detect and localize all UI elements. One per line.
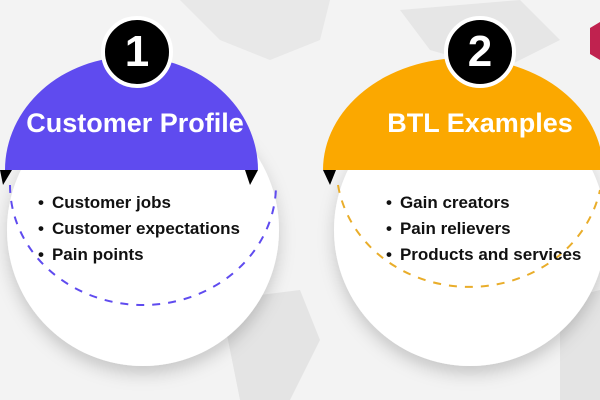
hexagon-logo-fragment bbox=[590, 22, 600, 60]
list-item: Products and services bbox=[386, 242, 581, 268]
card-btl-examples: 2 BTL Examples Gain creators Pain reliev… bbox=[300, 0, 600, 400]
step-number-badge: 2 bbox=[444, 16, 516, 88]
list-item: Gain creators bbox=[386, 190, 581, 216]
card1-dome bbox=[5, 56, 258, 171]
card-title: Customer Profile bbox=[26, 108, 244, 138]
card1-dashed-ring bbox=[9, 184, 277, 306]
card-title: BTL Examples bbox=[387, 108, 573, 138]
card2-dome bbox=[323, 58, 600, 170]
card-customer-profile: 1 Customer Profile Customer jobs Custome… bbox=[0, 0, 310, 400]
bullet-list: Gain creators Pain relievers Products an… bbox=[386, 190, 581, 268]
list-item: Customer expectations bbox=[38, 216, 240, 242]
list-item: Pain relievers bbox=[386, 216, 581, 242]
list-item: Pain points bbox=[38, 242, 240, 268]
step-number-badge: 1 bbox=[101, 16, 173, 88]
list-item: Customer jobs bbox=[38, 190, 240, 216]
bullet-list: Customer jobs Customer expectations Pain… bbox=[38, 190, 240, 268]
